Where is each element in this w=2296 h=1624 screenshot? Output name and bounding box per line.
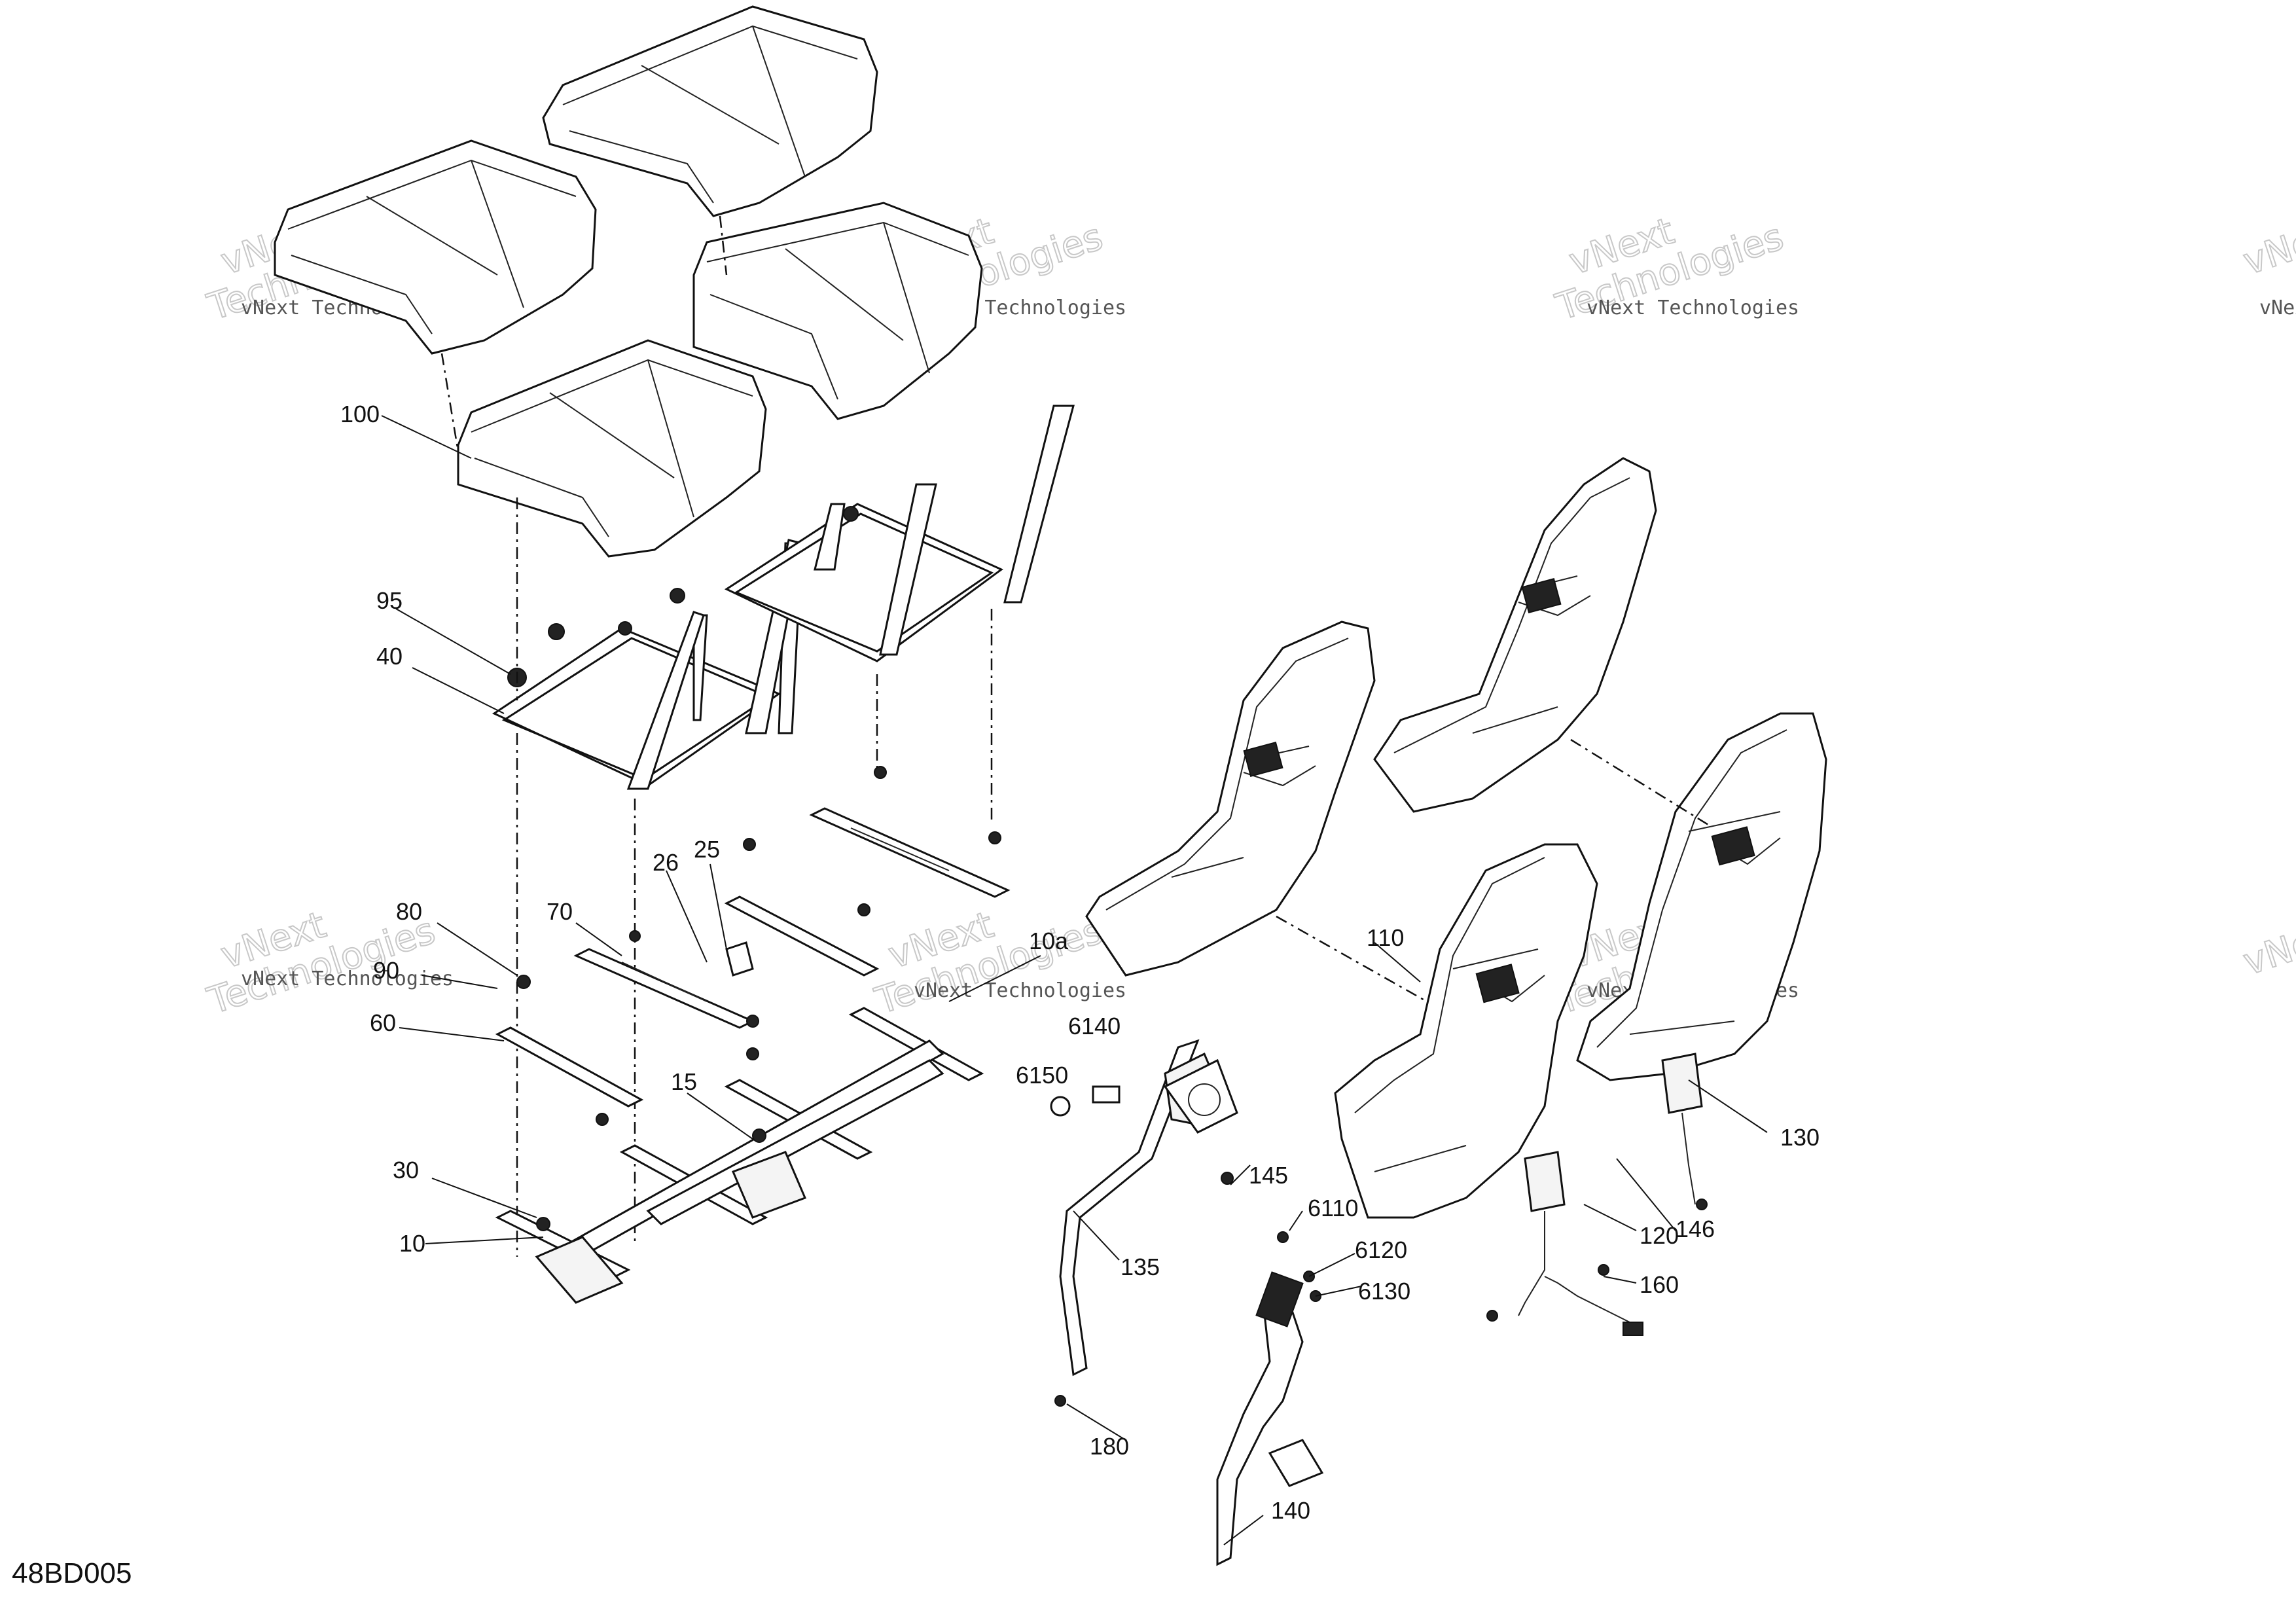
seat-cushion-group bbox=[274, 5, 983, 558]
callout-140: 140 bbox=[1271, 1497, 1310, 1524]
callout-60: 60 bbox=[370, 1009, 396, 1036]
seat-cushion bbox=[274, 139, 597, 355]
callout-labels: 100 95 40 26 25 70 80 90 60 10a 6140 615… bbox=[340, 401, 1820, 1524]
callout-6130: 6130 bbox=[1358, 1278, 1410, 1305]
seat-frame bbox=[492, 539, 803, 790]
bucket-seat bbox=[1373, 457, 1657, 813]
seat-belt-group bbox=[1050, 1039, 1708, 1566]
callout-6110: 6110 bbox=[1308, 1195, 1358, 1221]
svg-text:vNext: vNext bbox=[2238, 210, 2296, 283]
callout-135: 135 bbox=[1121, 1254, 1160, 1280]
bucket-seat bbox=[1085, 621, 1376, 977]
watermark: vNext bbox=[2238, 209, 2296, 284]
seat-cushion bbox=[692, 202, 983, 420]
callout-25: 25 bbox=[694, 836, 720, 863]
bucket-seat bbox=[1576, 712, 1827, 1081]
watermark-text: vNext Technologies bbox=[2259, 297, 2296, 319]
callout-6150: 6150 bbox=[1016, 1062, 1068, 1089]
seat-cushion bbox=[542, 5, 878, 217]
retractor bbox=[1163, 1058, 1238, 1134]
seat-frame bbox=[670, 405, 1075, 662]
callout-90: 90 bbox=[373, 957, 399, 984]
callout-110: 110 bbox=[1367, 924, 1404, 951]
watermark: vNext bbox=[2238, 910, 2296, 984]
callout-180: 180 bbox=[1090, 1433, 1129, 1460]
callout-6120: 6120 bbox=[1355, 1236, 1407, 1263]
slide-rail bbox=[724, 895, 880, 977]
seat-cushion bbox=[457, 339, 767, 558]
callout-26: 26 bbox=[653, 849, 679, 876]
bucket-seat bbox=[1334, 843, 1598, 1219]
callout-130: 130 bbox=[1780, 1124, 1820, 1151]
drawing-code: 48BD005 bbox=[12, 1557, 132, 1589]
bracket bbox=[725, 941, 754, 977]
leader-lines bbox=[381, 415, 1768, 1545]
buckle bbox=[1661, 1053, 1703, 1205]
callout-100: 100 bbox=[340, 401, 380, 427]
callout-80: 80 bbox=[396, 898, 422, 925]
bucket-seat-group bbox=[1085, 457, 1827, 1219]
callout-120: 120 bbox=[1640, 1222, 1679, 1249]
callout-160: 160 bbox=[1640, 1271, 1679, 1298]
callout-146: 146 bbox=[1676, 1216, 1715, 1242]
slide-rail bbox=[809, 807, 1011, 898]
buckle bbox=[1518, 1151, 1643, 1336]
watermark-text: vNext Technologies bbox=[241, 967, 454, 990]
callout-6140: 6140 bbox=[1068, 1013, 1121, 1039]
callout-10a: 10a bbox=[1029, 928, 1069, 954]
watermark: vNext Technologies bbox=[202, 903, 440, 1024]
svg-text:vNext: vNext bbox=[2238, 911, 2296, 984]
callout-30: 30 bbox=[393, 1157, 419, 1183]
seat-belt bbox=[1216, 1271, 1324, 1566]
base-frame bbox=[495, 1007, 984, 1304]
callout-15: 15 bbox=[671, 1068, 697, 1095]
seat-frame-group bbox=[492, 405, 1075, 1257]
watermark-text: vNext Technologies bbox=[914, 979, 1126, 1002]
callout-95: 95 bbox=[376, 587, 403, 614]
callout-10: 10 bbox=[399, 1230, 425, 1257]
callout-40: 40 bbox=[376, 643, 403, 670]
callout-145: 145 bbox=[1249, 1162, 1288, 1189]
watermark-text: vNext Technologies bbox=[1587, 297, 1799, 319]
slide-rail-group bbox=[495, 766, 1011, 1126]
slide-rail bbox=[495, 1026, 644, 1108]
callout-70: 70 bbox=[547, 898, 573, 925]
